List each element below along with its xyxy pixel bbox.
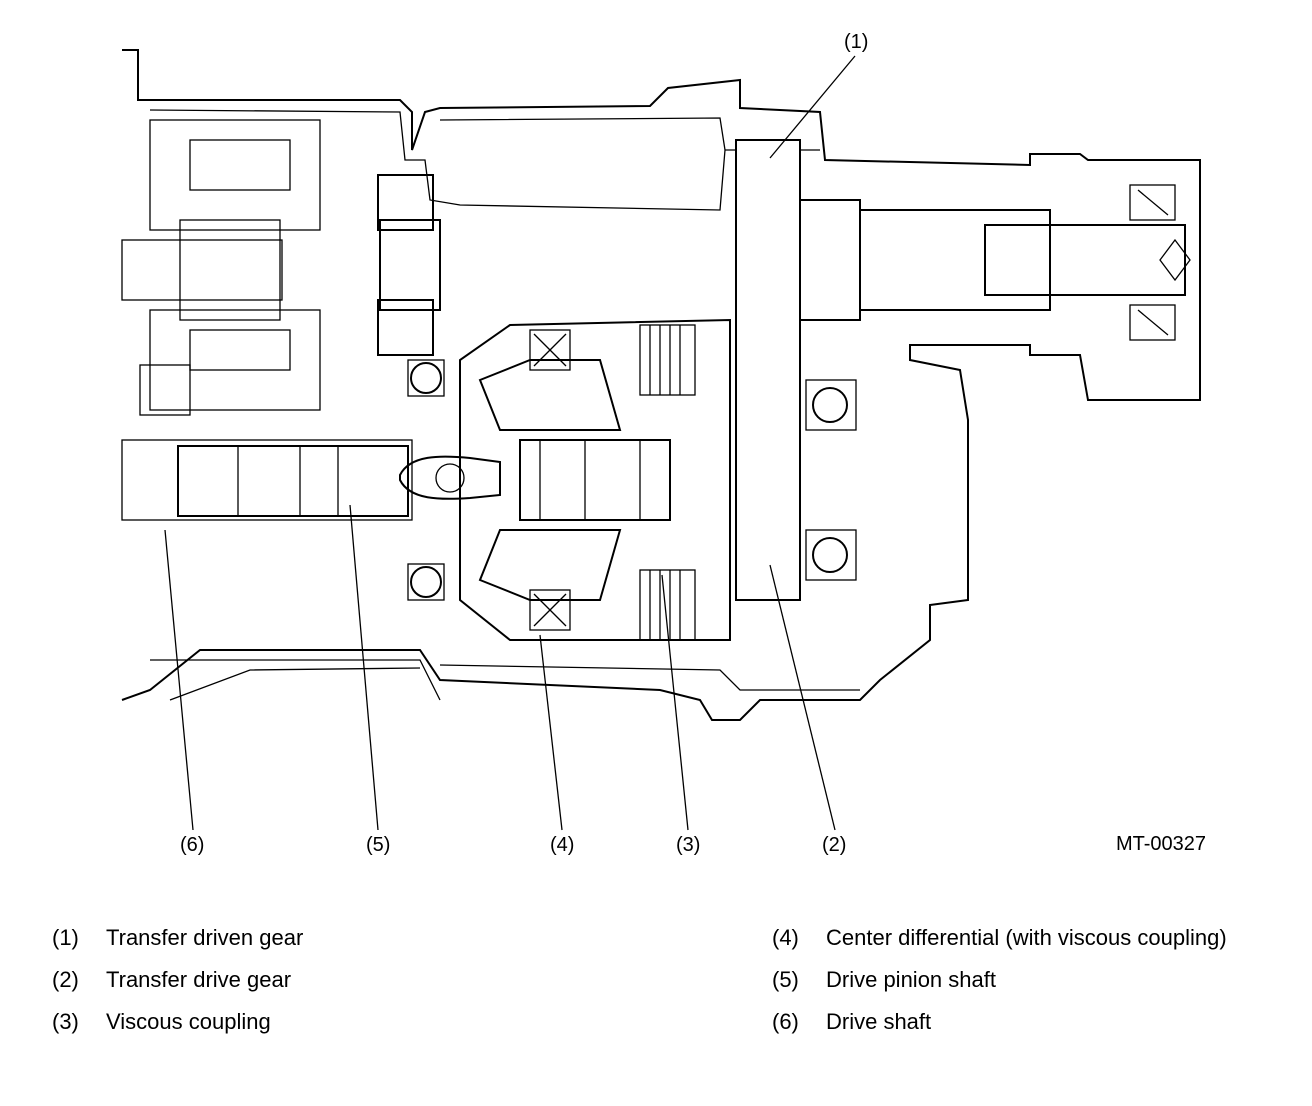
callout-3: (3) (676, 834, 701, 856)
callout-1: (1) (844, 31, 869, 53)
callout-4: (4) (550, 834, 575, 856)
legend-item-5: (5) Drive pinion shaft (772, 968, 996, 992)
transmission-cross-section-diagram (121, 49, 1201, 831)
figure-id: MT-00327 (1116, 833, 1207, 855)
drive-pinion-shaft (177, 445, 409, 517)
legend-text: Drive pinion shaft (826, 967, 996, 992)
viscous-coupling (639, 324, 696, 641)
housing-outline (121, 49, 1201, 721)
legend-text: Transfer driven gear (106, 925, 304, 950)
legend-item-1: (1) Transfer driven gear (52, 926, 303, 950)
legend-text: Center differential (with viscous coupli… (826, 925, 1227, 950)
callout-5: (5) (366, 834, 391, 856)
legend-number: (3) (52, 1009, 79, 1034)
legend-number: (1) (52, 925, 79, 950)
upper-case-inner (149, 109, 820, 211)
legend-item-3: (3) Viscous coupling (52, 1010, 271, 1034)
leader-lines (164, 55, 856, 831)
legend-item-4: (4) Center differential (with viscous cou… (772, 926, 1227, 950)
legend-text: Transfer drive gear (106, 967, 292, 992)
legend-text: Drive shaft (826, 1009, 932, 1034)
lower-case-inner (150, 659, 860, 701)
drive-shaft (121, 439, 413, 521)
legend-number: (5) (772, 967, 799, 992)
legend-item-6: (6) Drive shaft (772, 1010, 931, 1034)
legend-text: Viscous coupling (106, 1009, 271, 1034)
callout-6: (6) (180, 834, 205, 856)
transfer-driven-gear (735, 139, 801, 601)
legend-number: (4) (772, 925, 799, 950)
legend-number: (6) (772, 1009, 799, 1034)
legend-number: (2) (52, 967, 79, 992)
callout-2: (2) (822, 834, 847, 856)
center-differential-housing (459, 318, 731, 641)
legend-item-2: (2) Transfer drive gear (52, 968, 291, 992)
